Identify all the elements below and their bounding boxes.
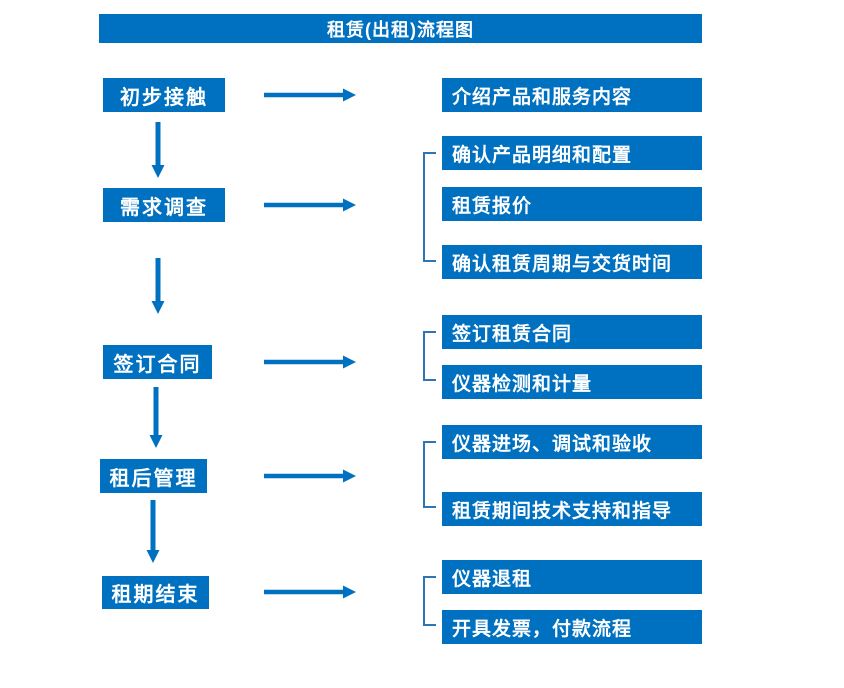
arrow-down-icon [150, 122, 166, 178]
detail-box: 租赁报价 [442, 187, 702, 221]
detail-box: 仪器退租 [442, 560, 702, 594]
detail-box: 仪器进场、调试和验收 [442, 425, 702, 459]
arrow-right-icon [264, 354, 356, 370]
step-post-rental-management: 租后管理 [100, 459, 207, 493]
detail-box: 介绍产品和服务内容 [442, 78, 702, 112]
arrow-down-icon [145, 500, 161, 563]
detail-box: 签订租赁合同 [442, 315, 702, 349]
arrow-right-icon [264, 584, 356, 600]
detail-box: 仪器检测和计量 [442, 365, 702, 399]
step-sign-contract: 签订合同 [103, 345, 212, 379]
group-bracket [423, 152, 436, 262]
detail-box: 开具发票，付款流程 [442, 610, 702, 644]
arrow-right-icon [264, 87, 356, 103]
arrow-down-icon [150, 258, 166, 314]
group-bracket [423, 331, 436, 381]
group-bracket [423, 576, 436, 626]
detail-box: 确认租赁周期与交货时间 [442, 245, 702, 279]
flowchart-title: 租赁(出租)流程图 [99, 14, 702, 43]
arrow-right-icon [264, 197, 356, 213]
detail-box: 租赁期间技术支持和指导 [442, 492, 702, 526]
step-rental-end: 租期结束 [102, 576, 209, 609]
detail-box: 确认产品明细和配置 [442, 136, 702, 170]
step-demand-survey: 需求调查 [103, 188, 225, 222]
group-bracket [423, 441, 436, 508]
arrow-right-icon [264, 468, 356, 484]
arrow-down-icon [148, 387, 164, 448]
step-initial-contact: 初步接触 [103, 78, 225, 112]
